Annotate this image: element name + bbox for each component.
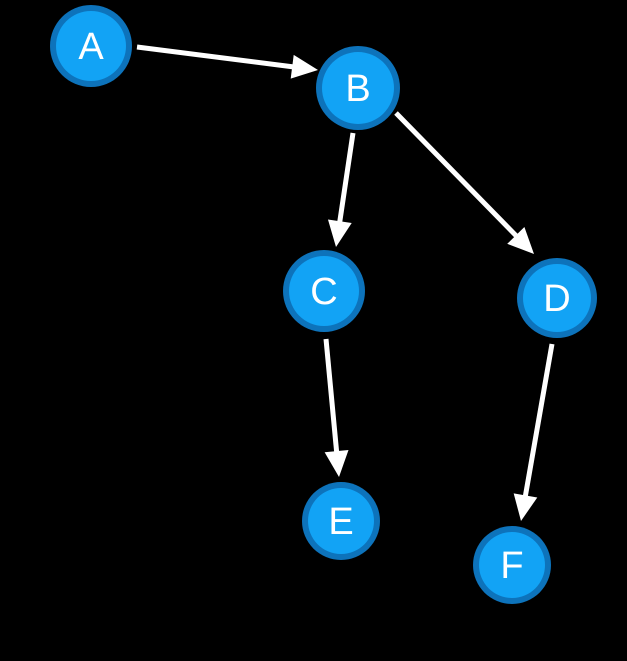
edge-shaft (136, 44, 296, 70)
edge-arrowhead (513, 493, 538, 521)
node-fill (308, 488, 374, 554)
node-fill (289, 256, 359, 326)
edge-arrowhead (327, 219, 352, 247)
node-a[interactable]: A (50, 5, 132, 87)
node-label: E (328, 501, 353, 543)
edge-shaft (394, 111, 520, 240)
node-e[interactable]: E (302, 482, 380, 560)
node-fill (523, 264, 591, 332)
edge-arrowhead (290, 54, 318, 79)
node-fill (479, 532, 545, 598)
nodes-layer: A B C D E F (50, 5, 597, 604)
node-label: A (78, 26, 104, 68)
edge-b-to-c (327, 132, 356, 247)
node-c[interactable]: C (283, 250, 365, 332)
node-fill (56, 11, 126, 81)
edge-c-to-e (323, 338, 349, 477)
node-f[interactable]: F (473, 526, 551, 604)
node-label: B (345, 68, 370, 110)
node-fill (322, 52, 394, 124)
node-label: D (543, 278, 570, 320)
edges-layer (136, 44, 555, 521)
edge-arrowhead (507, 227, 534, 254)
edge-shaft (336, 132, 356, 225)
node-label: F (500, 545, 523, 587)
node-d[interactable]: D (517, 258, 597, 338)
edge-a-to-b (136, 44, 318, 79)
edge-b-to-d (394, 111, 534, 254)
edge-shaft (323, 338, 340, 455)
edge-shaft (522, 343, 555, 499)
node-b[interactable]: B (316, 46, 400, 130)
node-label: C (310, 271, 337, 313)
edge-d-to-f (513, 343, 555, 521)
edge-arrowhead (324, 449, 349, 477)
